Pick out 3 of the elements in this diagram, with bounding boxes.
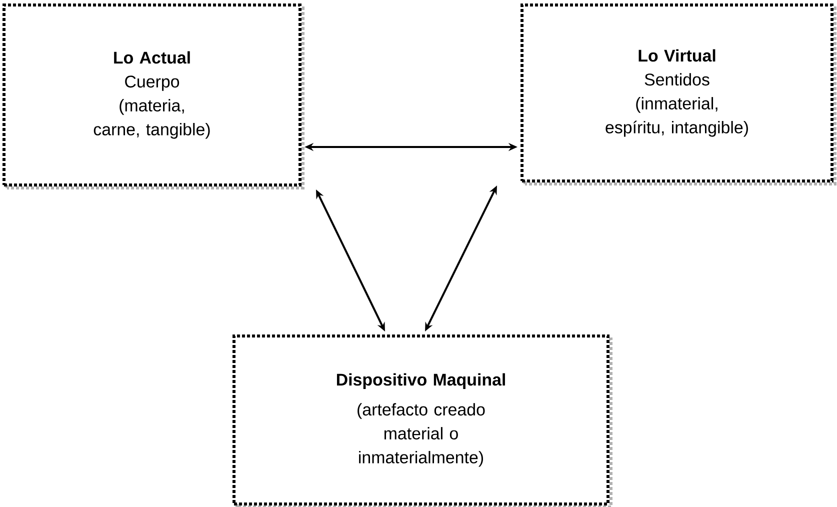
text-box: Dispositivo Maquinal (artefacto creado material o inmaterialmente) — [232, 334, 612, 507]
text-box: Lo Actual Cuerpo (materia, carne, tangible) — [2, 4, 304, 190]
text-box: Lo Virtual Sentidos (inmaterial, espíritu, intangible) — [520, 4, 836, 186]
